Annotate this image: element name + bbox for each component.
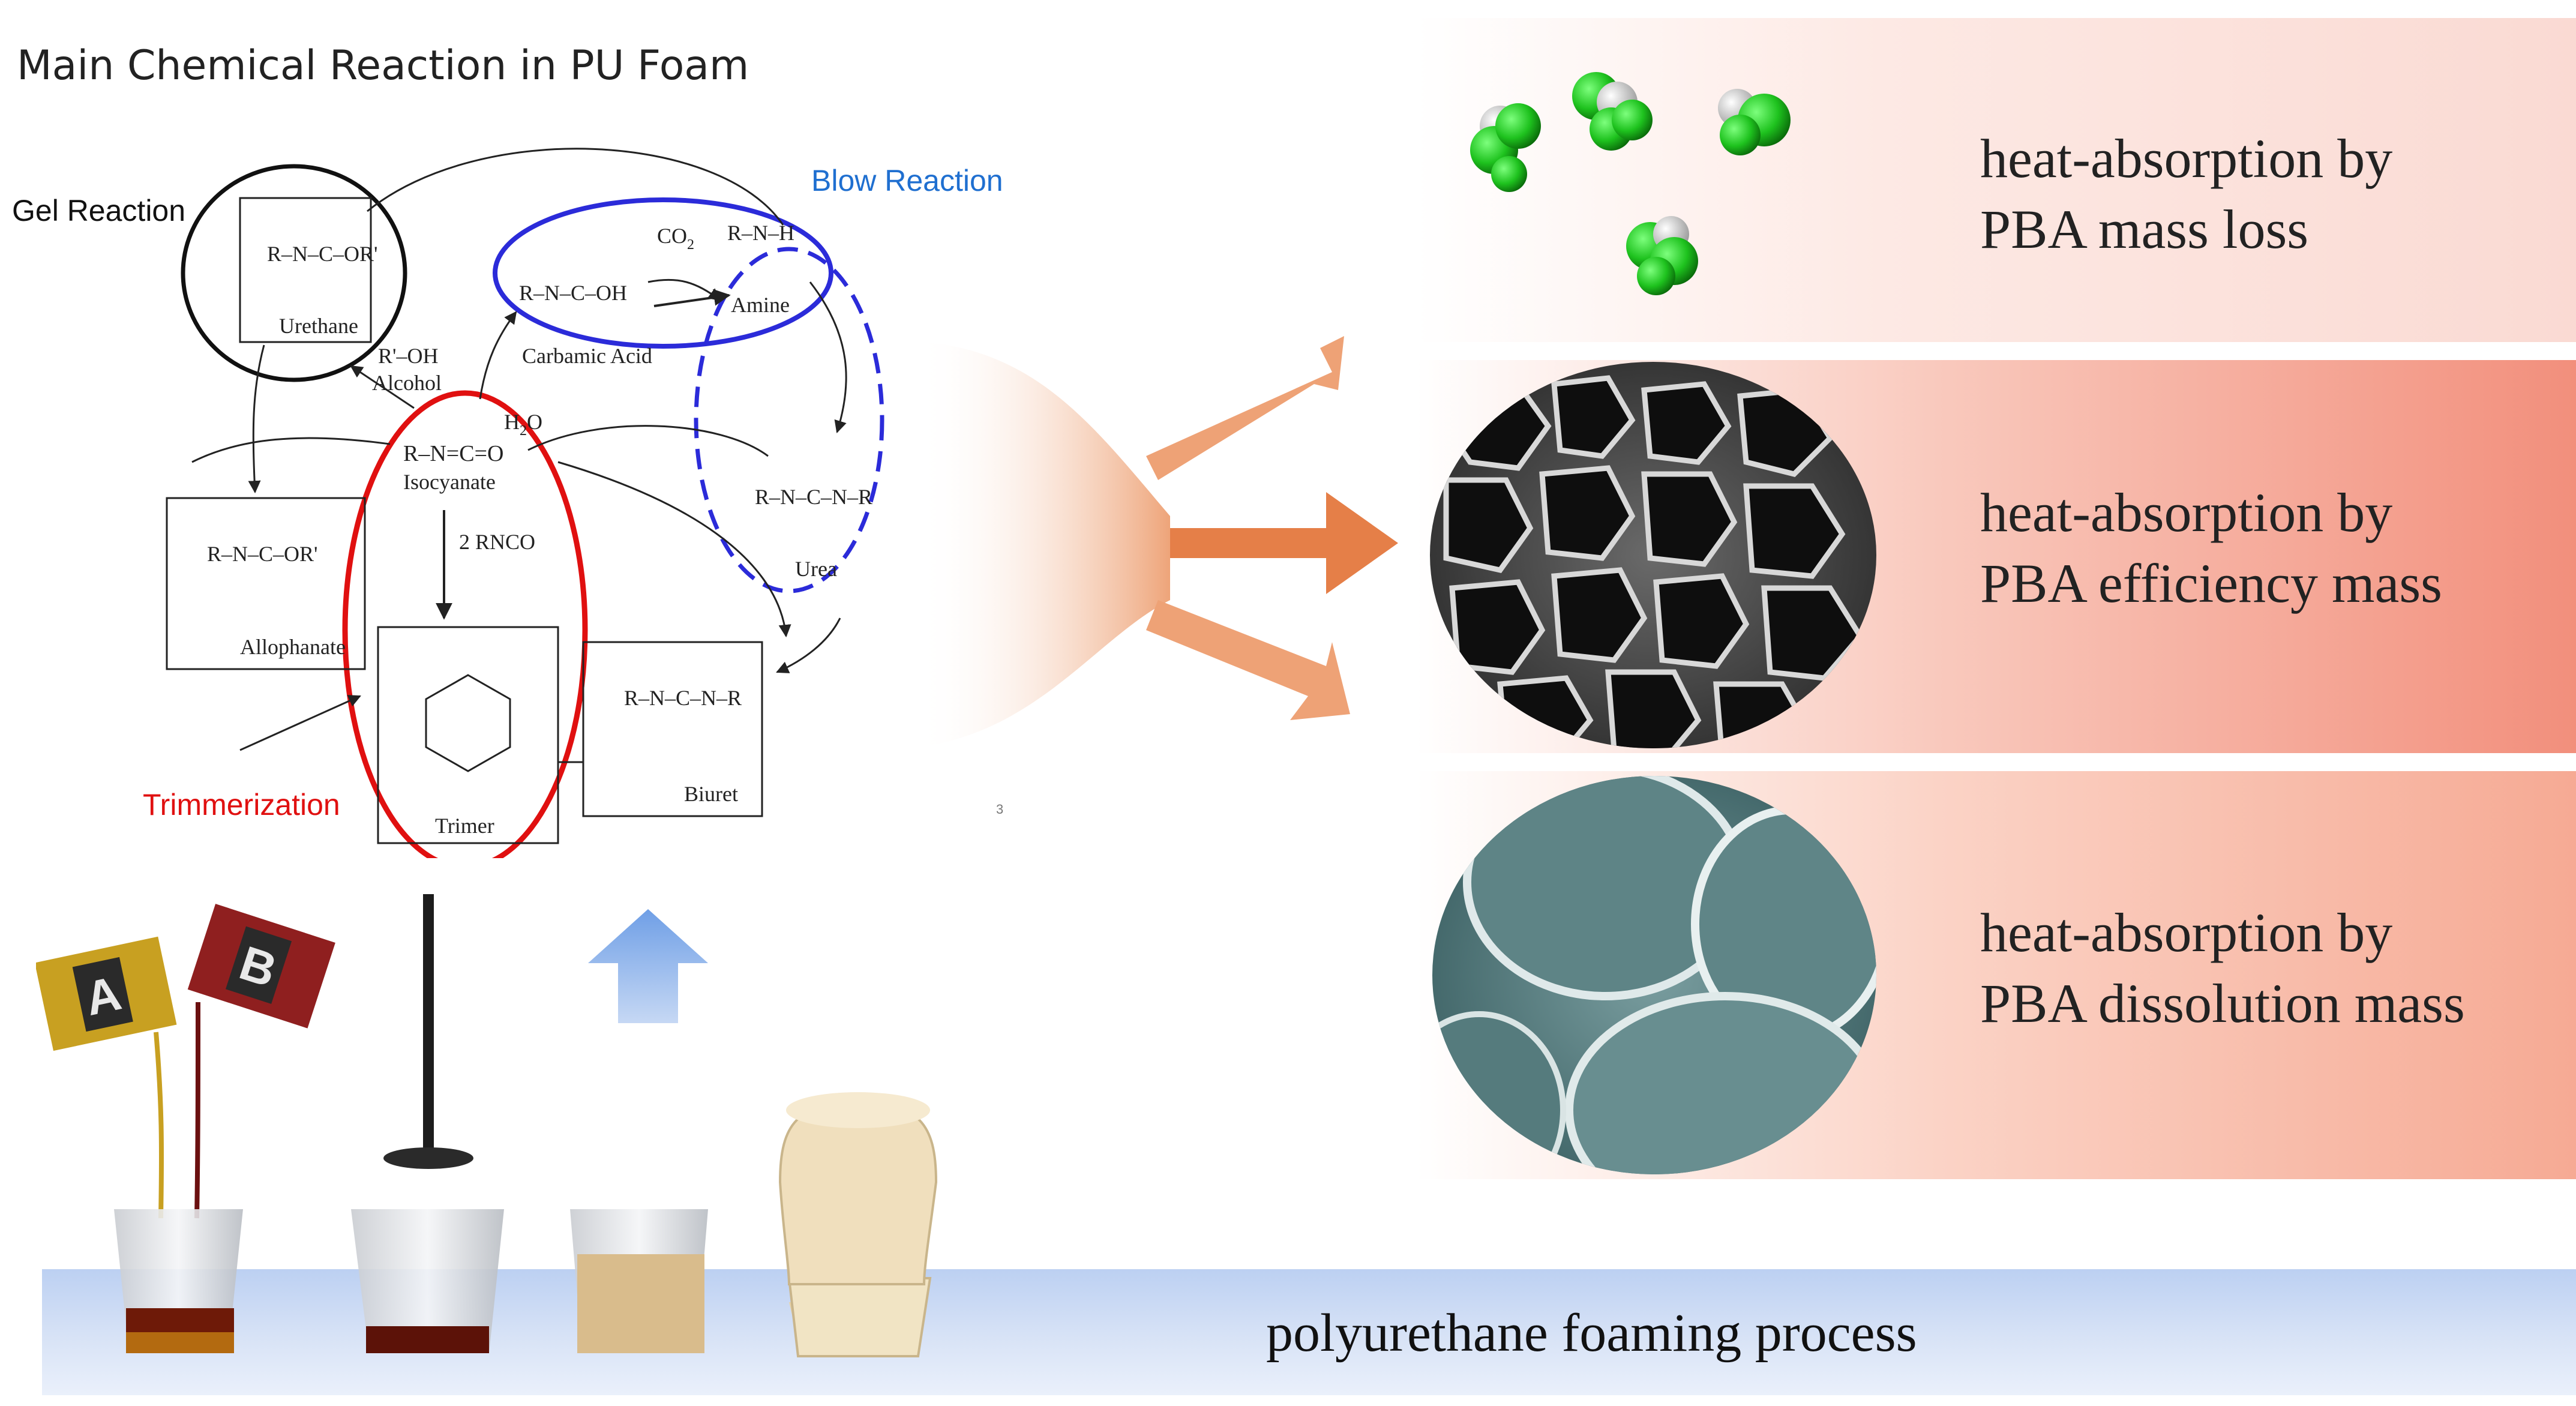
molecules-image — [1470, 72, 1791, 295]
result-3-text: heat-absorption by PBA dissolution mass — [1980, 897, 2465, 1039]
gel-circle — [181, 164, 407, 382]
trimer-box — [377, 626, 559, 844]
isocyanate-formula: R–N=C=O — [403, 441, 503, 466]
allophanate-name: Allophanate — [240, 635, 346, 659]
result-3-line1: heat-absorption by — [1980, 902, 2393, 963]
result-1-text: heat-absorption by PBA mass loss — [1980, 123, 2392, 265]
molecule-4 — [1626, 216, 1698, 295]
arrow-up — [1146, 336, 1344, 480]
rnco-label: 2 RNCO — [459, 530, 535, 554]
carbamic-formula: R–N–C–OH — [519, 281, 627, 305]
trimer-name: Trimer — [435, 814, 494, 838]
blow-ellipse — [493, 197, 833, 349]
result-3-line2: PBA dissolution mass — [1980, 973, 2465, 1034]
foam-closeup-image — [1432, 776, 1876, 1174]
trim-ellipse — [342, 390, 588, 858]
gel-reaction-label: Gel Reaction — [12, 194, 186, 227]
blow-reaction-label: Blow Reaction — [811, 164, 1003, 197]
water-formula: H2O — [504, 410, 542, 439]
process-label: polyurethane foaming process — [1266, 1303, 1917, 1363]
co2-formula: CO2 — [657, 224, 694, 253]
amine-name: Amine — [731, 293, 790, 317]
process-photos: A B — [36, 894, 938, 1357]
allophanate-box — [166, 497, 366, 670]
result-2-line2: PBA efficiency mass — [1980, 553, 2442, 614]
trimmerization-label: Trimmerization — [143, 788, 340, 822]
step1-pouring: A B — [36, 904, 335, 1353]
orange-arrows — [918, 336, 1398, 747]
result-2-line1: heat-absorption by — [1980, 482, 2393, 543]
urethane-formula: R–N–C–OR' — [267, 242, 378, 266]
trimer-ring — [425, 674, 511, 772]
molecule-1 — [1470, 103, 1541, 192]
biuret-formula: R–N–C–N–R — [624, 686, 742, 710]
step4-foam — [778, 1092, 938, 1357]
biuret-name: Biuret — [684, 782, 738, 806]
biuret-box — [582, 641, 763, 817]
reaction-diagram: R–N–C–OR' Urethane R–N–C–OH Carbamic Aci… — [166, 148, 884, 858]
result-1-line2: PBA mass loss — [1980, 199, 2309, 260]
diagram-title: Main Chemical Reaction in PU Foam — [17, 42, 749, 89]
blue-up-arrow — [588, 909, 708, 1023]
step2-mixing — [351, 894, 504, 1353]
arrow-down — [1146, 600, 1350, 720]
isocyanate-name: Isocyanate — [403, 470, 496, 494]
blow-dashed-ellipse — [694, 247, 884, 593]
urea-name: Urea — [795, 557, 837, 581]
page-number: 3 — [996, 802, 1004, 817]
allophanate-formula: R–N–C–OR' — [207, 542, 318, 566]
arrow-mid — [1170, 492, 1398, 594]
result-1-line1: heat-absorption by — [1980, 128, 2393, 189]
step3-cream — [570, 1209, 708, 1353]
alcohol-formula: R'–OH — [378, 344, 439, 368]
urethane-box — [239, 197, 372, 343]
urethane-name: Urethane — [279, 314, 358, 338]
carbamic-name: Carbamic Acid — [522, 344, 652, 368]
result-band-1 — [1416, 18, 2576, 342]
amine-formula: R–N–H — [727, 221, 794, 245]
molecule-2 — [1572, 72, 1653, 151]
foam-sem-image — [1430, 362, 1876, 748]
urea-formula: R–N–C–N–R — [755, 485, 872, 509]
result-2-text: heat-absorption by PBA efficiency mass — [1980, 477, 2442, 619]
molecule-3 — [1718, 89, 1791, 155]
alcohol-name: Alcohol — [372, 371, 442, 395]
